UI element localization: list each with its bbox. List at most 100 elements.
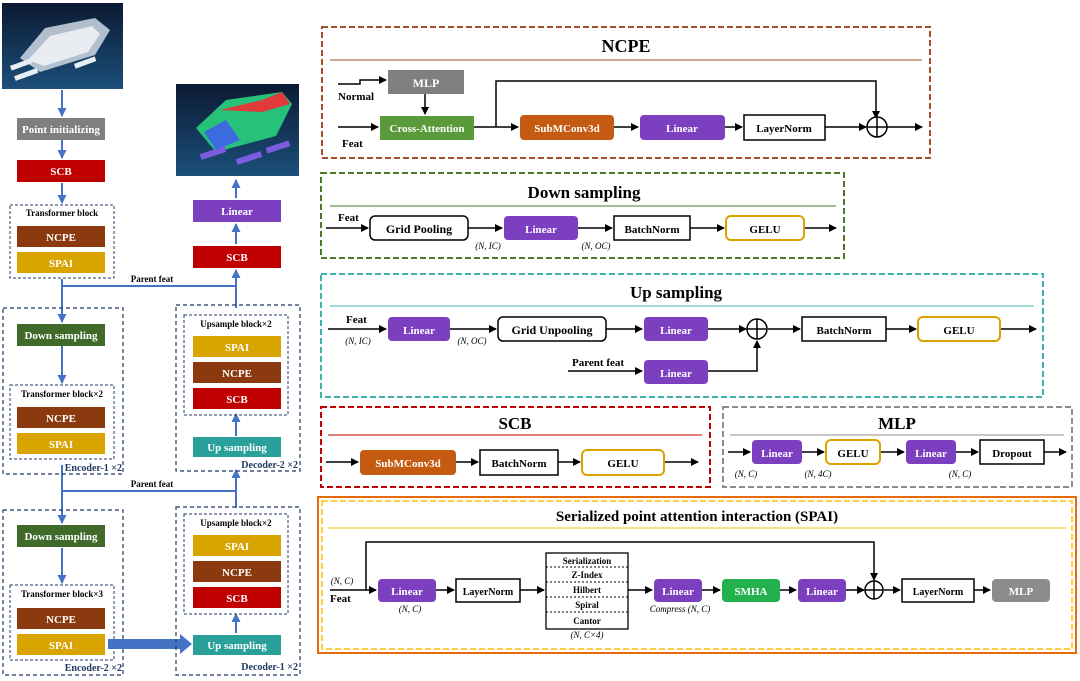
enc2-ncpe-label: NCPE (46, 614, 76, 626)
encoder-2-label: Encoder-2 ×2 (65, 663, 122, 674)
transformer-block-frame (9, 204, 115, 279)
transformer-block-label: Transformer block (26, 208, 98, 218)
enc1-down-label: Down sampling (24, 330, 98, 342)
dec2-spai-box (193, 336, 281, 357)
enc2-down-box (17, 525, 105, 547)
spai-arrows (330, 541, 991, 594)
spai-linear2-label: Linear (662, 586, 694, 598)
down-grid-pooling-label: Grid Pooling (386, 222, 452, 236)
up-linear3-box (644, 360, 708, 384)
mlp-dim3: (N, C) (949, 469, 972, 479)
decoder-2-frame (175, 304, 301, 472)
dec2-up-label: Up sampling (207, 442, 267, 454)
enc1-down-box (17, 324, 105, 346)
dec1-spai-label: SPAI (225, 541, 249, 553)
up-grid-unpooling-label: Grid Unpooling (511, 323, 592, 337)
ncpe-subm-box (520, 115, 614, 140)
parent-feat-label-2: Parent feat (131, 479, 174, 489)
enc2-tblock-label: Transformer block×3 (21, 589, 104, 599)
ncpe-cross-attention-box (380, 116, 474, 140)
scb-box (17, 160, 105, 182)
spai-linear1-box (378, 579, 436, 602)
spai-hilbert-label: Hilbert (573, 585, 601, 595)
up-grid-unpooling-box (497, 316, 607, 342)
enc1-spai-label: SPAI (49, 439, 73, 451)
ncpe-linear-box (640, 115, 725, 140)
dec2-scb-box (193, 388, 281, 409)
up-add-icon (746, 318, 768, 340)
down-batchnorm-label: BatchNorm (625, 224, 680, 236)
down-gelu-box (725, 215, 805, 241)
up-gelu-label: GELU (943, 325, 974, 337)
enc1-ncpe-box (17, 407, 105, 428)
down-linear-label: Linear (525, 224, 557, 236)
enc1-tblock-frame (9, 384, 115, 460)
dec1-ncpe-label: NCPE (222, 567, 252, 579)
decoder-1-frame (175, 506, 301, 676)
spai-mlp-box (992, 579, 1050, 602)
spai-smha-label: SMHA (735, 586, 768, 598)
spai-layernorm2-box (901, 578, 975, 603)
scb-panel (320, 406, 711, 488)
up-batchnorm-label: BatchNorm (817, 325, 872, 337)
up-parent-feat-label: Parent feat (572, 357, 624, 369)
down-batchnorm-box (613, 215, 691, 241)
mlp-linear1-box (752, 440, 802, 464)
up-linear3-label: Linear (660, 368, 692, 380)
enc1-spai-box (17, 433, 105, 454)
scb-title: SCB (498, 414, 531, 433)
dec-linear-box (193, 200, 281, 222)
up-linear1-label: Linear (403, 325, 435, 337)
spai-linear3-label: Linear (806, 586, 838, 598)
dec1-scb-box (193, 587, 281, 608)
enc2-tblock-frame (9, 584, 115, 661)
spai-smha-box (722, 579, 780, 602)
dec1-spai-box (193, 535, 281, 556)
point-init-label: Point initializing (22, 124, 100, 136)
up-gelu-box (917, 316, 1001, 342)
enc1-ncpe-label: NCPE (46, 413, 76, 425)
dec1-up-label: Up sampling (207, 640, 267, 652)
scb-batchnorm-label: BatchNorm (492, 458, 547, 470)
ncpe-cross-attention-label: Cross-Attention (390, 123, 465, 135)
mlp-dim2: (N, 4C) (805, 469, 832, 479)
mlp-title: MLP (878, 414, 916, 433)
input-point-cloud-image (2, 3, 123, 89)
up-panel (320, 273, 1044, 398)
spai-title: Serialized point attention interaction (… (556, 509, 838, 525)
down-dim-out: (N, OC) (582, 241, 611, 251)
ncpe-arrows (338, 76, 923, 131)
decoder-2-label: Decoder-2 ×2 (241, 460, 298, 471)
dec1-scb-label: SCB (226, 593, 248, 605)
encoder-1-label: Encoder-1 ×2 (65, 463, 122, 474)
down-grid-pooling-box (369, 215, 469, 241)
ncpe-box (17, 226, 105, 247)
dec1-up-box (193, 635, 281, 655)
up-linear2-label: Linear (660, 325, 692, 337)
encoder-2-frame (2, 509, 124, 676)
encoder-1-frame (2, 307, 124, 475)
scb-subm-label: SubMConv3d (375, 458, 440, 470)
spai-feat-label: Feat (330, 593, 351, 605)
mlp-panel (722, 406, 1073, 488)
dec2-up-box (193, 437, 281, 457)
mlp-dropout-box (979, 439, 1045, 465)
mlp-gelu-label: GELU (837, 448, 868, 460)
mlp-linear2-box (906, 440, 956, 464)
output-segmentation-image (176, 84, 299, 176)
up-linear1-box (388, 317, 450, 341)
down-panel (320, 172, 845, 259)
up-title: Up sampling (630, 283, 723, 302)
decoder-1-label: Decoder-1 ×2 (241, 662, 298, 673)
down-feat-label: Feat (338, 212, 359, 224)
scb-gelu-box (581, 449, 665, 476)
dec-scb-box (193, 246, 281, 268)
spai-dim-lin: (N, C) (399, 604, 422, 614)
ncpe-label: NCPE (46, 232, 76, 244)
enc2-spai-label: SPAI (49, 640, 73, 652)
ncpe-layernorm-label: LayerNorm (756, 123, 812, 135)
spai-linear1-label: Linear (391, 586, 423, 598)
spai-serialization-stack (545, 552, 629, 630)
down-title: Down sampling (528, 183, 641, 202)
